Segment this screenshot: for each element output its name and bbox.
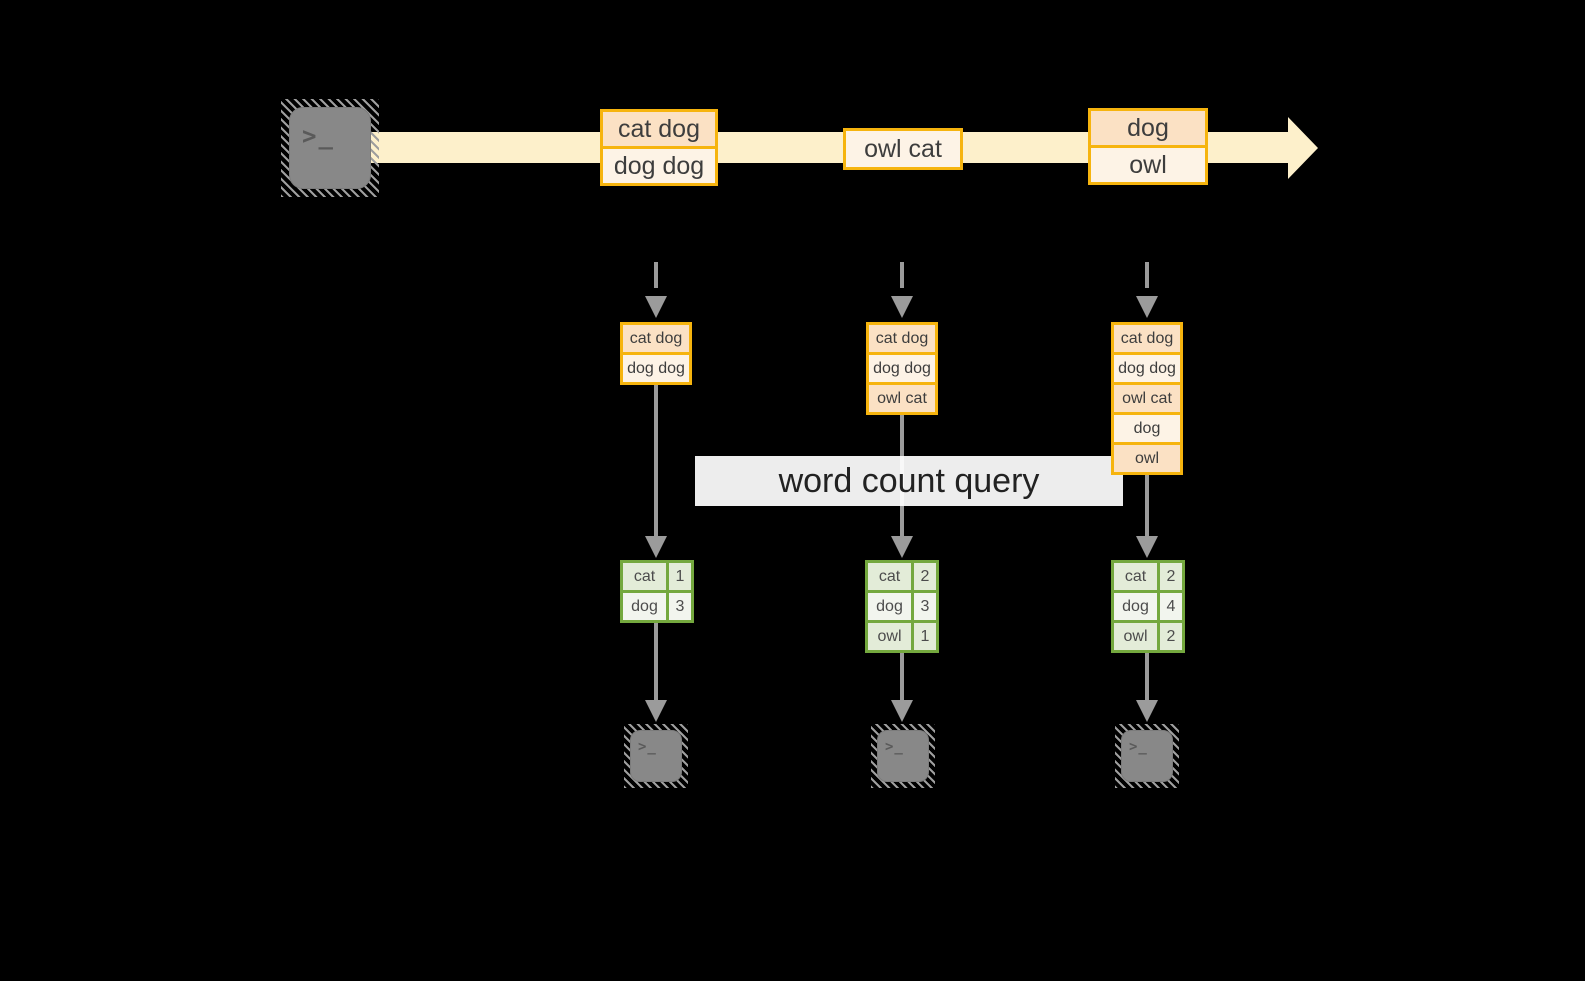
count-value: 3 (914, 593, 936, 620)
buffer-stack-3: cat dog dog dog owl cat dog owl (1111, 322, 1183, 475)
terminal-prompt-glyph: >_ (302, 122, 335, 150)
event-line: dog (1091, 111, 1205, 145)
count-word: cat (868, 563, 911, 590)
sink-terminal-2: >_ (871, 724, 935, 788)
terminal-prompt-glyph: >_ (1129, 739, 1148, 755)
count-word: dog (1114, 593, 1157, 620)
sink-line (654, 623, 658, 700)
buffer-row: dog dog (1114, 355, 1180, 382)
query-arrowhead-icon (1136, 536, 1158, 558)
ingest-arrowhead-icon (891, 296, 913, 318)
sink-terminal-3: >_ (1115, 724, 1179, 788)
query-line (654, 385, 658, 538)
ingest-arrowhead-icon (645, 296, 667, 318)
count-table-2: cat 2 dog 3 owl 1 (865, 560, 939, 653)
count-word: dog (868, 593, 911, 620)
count-value: 4 (1160, 593, 1182, 620)
buffer-row: cat dog (1114, 325, 1180, 352)
sink-terminal-1: >_ (624, 724, 688, 788)
sink-line (900, 653, 904, 700)
buffer-row: cat dog (869, 325, 935, 352)
terminal-icon: >_ (630, 730, 682, 782)
event-line: cat dog (603, 112, 715, 146)
count-table-3: cat 2 dog 4 owl 2 (1111, 560, 1185, 653)
query-line (1145, 475, 1149, 538)
terminal-icon: >_ (1121, 730, 1173, 782)
buffer-row: owl cat (869, 385, 935, 412)
stream-event-1: cat dog dog dog (600, 109, 718, 186)
buffer-row: dog dog (869, 355, 935, 382)
stream-arrowhead-icon (1288, 117, 1318, 179)
count-value: 2 (914, 563, 936, 590)
query-banner: word count query (695, 456, 1123, 506)
buffer-row: dog dog (623, 355, 689, 382)
count-value: 3 (669, 593, 691, 620)
count-value: 1 (914, 623, 936, 650)
buffer-row: owl (1114, 445, 1180, 472)
count-word: dog (623, 593, 666, 620)
count-value: 1 (669, 563, 691, 590)
terminal-prompt-glyph: >_ (885, 739, 904, 755)
count-value: 2 (1160, 623, 1182, 650)
source-terminal: >_ (281, 99, 379, 197)
buffer-row: cat dog (623, 325, 689, 352)
buffer-stack-1: cat dog dog dog (620, 322, 692, 385)
buffer-row: owl cat (1114, 385, 1180, 412)
query-arrowhead-icon (891, 536, 913, 558)
count-table-1: cat 1 dog 3 (620, 560, 694, 623)
terminal-icon: >_ (877, 730, 929, 782)
ingest-dash (654, 262, 658, 288)
ingest-arrowhead-icon (1136, 296, 1158, 318)
stream-event-2: owl cat (843, 128, 963, 170)
query-arrowhead-icon (645, 536, 667, 558)
sink-arrowhead-icon (645, 700, 667, 722)
ingest-dash (1145, 262, 1149, 288)
count-word: owl (868, 623, 911, 650)
buffer-stack-2: cat dog dog dog owl cat (866, 322, 938, 415)
sink-arrowhead-icon (1136, 700, 1158, 722)
terminal-prompt-glyph: >_ (638, 739, 657, 755)
count-word: owl (1114, 623, 1157, 650)
query-banner-label: word count query (778, 461, 1040, 500)
terminal-icon: >_ (289, 107, 371, 189)
count-word: cat (1114, 563, 1157, 590)
sink-line (1145, 653, 1149, 700)
ingest-dash (900, 262, 904, 288)
count-value: 2 (1160, 563, 1182, 590)
sink-arrowhead-icon (891, 700, 913, 722)
stream-event-3: dog owl (1088, 108, 1208, 185)
buffer-row: dog (1114, 415, 1180, 442)
event-line: owl cat (846, 131, 960, 167)
count-word: cat (623, 563, 666, 590)
event-line: dog dog (603, 149, 715, 183)
event-line: owl (1091, 148, 1205, 182)
